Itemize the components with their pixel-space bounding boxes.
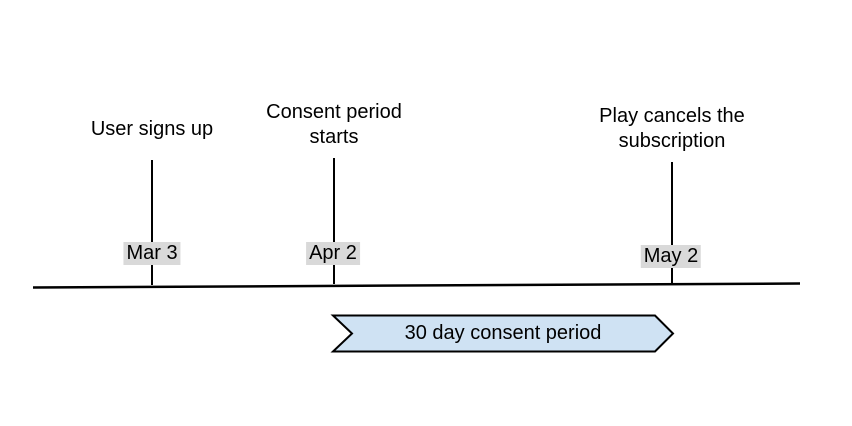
event-title-signup: User signs up: [90, 118, 214, 140]
timeline-axis-line: [32, 282, 801, 289]
consent-period-arrow-banner: [330, 314, 675, 353]
event-title-cancel: Play cancels the subscription: [599, 105, 745, 152]
event-date-cancel: May 2: [640, 245, 702, 268]
event-title-consent-start: Consent period starts: [266, 101, 402, 148]
event-date-consent-start: Apr 2: [306, 242, 360, 265]
consent-period-banner-label: 30 day consent period: [404, 322, 602, 344]
event-date-signup: Mar 3: [123, 242, 181, 265]
